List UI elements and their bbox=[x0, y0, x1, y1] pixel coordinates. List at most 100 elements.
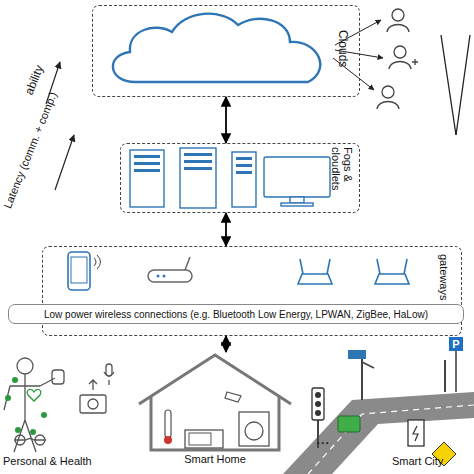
node-text: gateways bbox=[437, 254, 450, 300]
person-head bbox=[17, 358, 33, 374]
sensor-dot bbox=[5, 395, 11, 401]
lamp-post bbox=[444, 360, 446, 392]
router-led bbox=[163, 275, 166, 278]
camera bbox=[80, 395, 106, 413]
sensor-dot bbox=[15, 427, 21, 433]
axis-arrow bbox=[55, 135, 74, 190]
person-body bbox=[4, 374, 55, 452]
server-group bbox=[130, 148, 330, 208]
sign-post bbox=[455, 351, 457, 392]
antenna bbox=[404, 259, 407, 274]
user-head bbox=[394, 46, 406, 58]
server-tower bbox=[232, 152, 256, 207]
label-text: ability bbox=[22, 63, 46, 97]
side-line bbox=[456, 35, 470, 135]
user-body bbox=[389, 62, 411, 70]
sensor-dot bbox=[41, 412, 47, 418]
traffic-light bbox=[312, 388, 324, 420]
person bbox=[4, 358, 114, 452]
server-tower bbox=[130, 150, 164, 207]
user-body bbox=[387, 25, 409, 33]
smart-home-house: Smart Home bbox=[135, 352, 295, 470]
antenna bbox=[377, 259, 380, 274]
side-line bbox=[441, 35, 456, 135]
security-camera bbox=[225, 392, 241, 402]
glasses-lens bbox=[15, 435, 25, 445]
fog-tier-box: Fogs & cloudlets bbox=[120, 143, 360, 213]
street-light-arm bbox=[362, 362, 374, 368]
heart bbox=[27, 389, 41, 401]
thermometer bbox=[165, 410, 171, 438]
label-text: Smart City bbox=[392, 455, 443, 467]
user-arrows bbox=[333, 20, 383, 90]
stripe bbox=[134, 169, 160, 172]
node-text: Low power wireless connections (e.g. Blu… bbox=[44, 309, 428, 320]
microwave bbox=[185, 430, 223, 448]
double-arrow bbox=[225, 336, 227, 352]
washer-door bbox=[245, 422, 263, 440]
upload-arrow bbox=[89, 380, 97, 390]
charging-bolt bbox=[413, 426, 418, 441]
sensor-dots bbox=[5, 377, 47, 435]
label-text: ... bbox=[316, 430, 329, 448]
glasses-lens bbox=[35, 435, 45, 445]
washing-machine bbox=[239, 412, 269, 446]
server-tower bbox=[180, 148, 216, 208]
wireless-band: Low power wireless connections (e.g. Blu… bbox=[8, 304, 464, 324]
label-text: Personal & Health bbox=[3, 455, 92, 467]
router bbox=[298, 274, 332, 284]
routers bbox=[298, 259, 409, 284]
microphone bbox=[106, 364, 112, 376]
sensor-dot bbox=[12, 377, 18, 383]
router bbox=[375, 274, 409, 284]
bus bbox=[338, 416, 360, 432]
node-text: Smart Home bbox=[135, 453, 295, 465]
monitor-stand bbox=[290, 197, 304, 203]
antenna bbox=[327, 259, 330, 274]
user-plus bbox=[412, 59, 418, 65]
parking-sign bbox=[449, 337, 463, 351]
user-icons bbox=[377, 9, 418, 109]
antenna bbox=[185, 257, 190, 270]
router-led bbox=[157, 275, 160, 278]
antenna bbox=[300, 259, 303, 274]
traffic-lamp bbox=[315, 401, 321, 407]
walls bbox=[151, 396, 279, 450]
sign-letter: P bbox=[449, 337, 463, 351]
user-head bbox=[382, 86, 394, 98]
user-head bbox=[392, 9, 404, 21]
monitor-screen bbox=[264, 157, 330, 197]
roof bbox=[139, 355, 291, 404]
microwave-door bbox=[189, 433, 211, 445]
phone-screen bbox=[71, 257, 87, 283]
road-marking bbox=[308, 405, 474, 474]
charging-station bbox=[408, 420, 424, 446]
house-outline bbox=[135, 352, 295, 452]
wireless-waves bbox=[94, 255, 101, 269]
double-arrow bbox=[225, 213, 227, 246]
router bbox=[148, 270, 192, 282]
user-body bbox=[377, 102, 399, 110]
stripe bbox=[236, 171, 252, 174]
stripe bbox=[134, 162, 160, 165]
server-stripes bbox=[134, 153, 252, 174]
microphone-stand bbox=[104, 372, 114, 385]
cloud-shape bbox=[113, 14, 320, 82]
stripe bbox=[184, 153, 212, 156]
traffic-lamp bbox=[315, 392, 321, 398]
glasses bbox=[14, 439, 46, 441]
camera-lens bbox=[88, 399, 98, 409]
monitor-base bbox=[281, 203, 313, 206]
thermometer-bulb bbox=[164, 436, 172, 444]
smartwatch bbox=[52, 370, 64, 384]
stripe bbox=[236, 157, 252, 160]
node-text: Fogs & cloudlets bbox=[329, 147, 354, 209]
double-arrow bbox=[225, 97, 227, 143]
traffic-lamp bbox=[315, 410, 321, 416]
solar-panel bbox=[348, 350, 366, 359]
cloud-tier-box: Clouds bbox=[92, 5, 360, 97]
node-text: Clouds bbox=[335, 30, 349, 67]
